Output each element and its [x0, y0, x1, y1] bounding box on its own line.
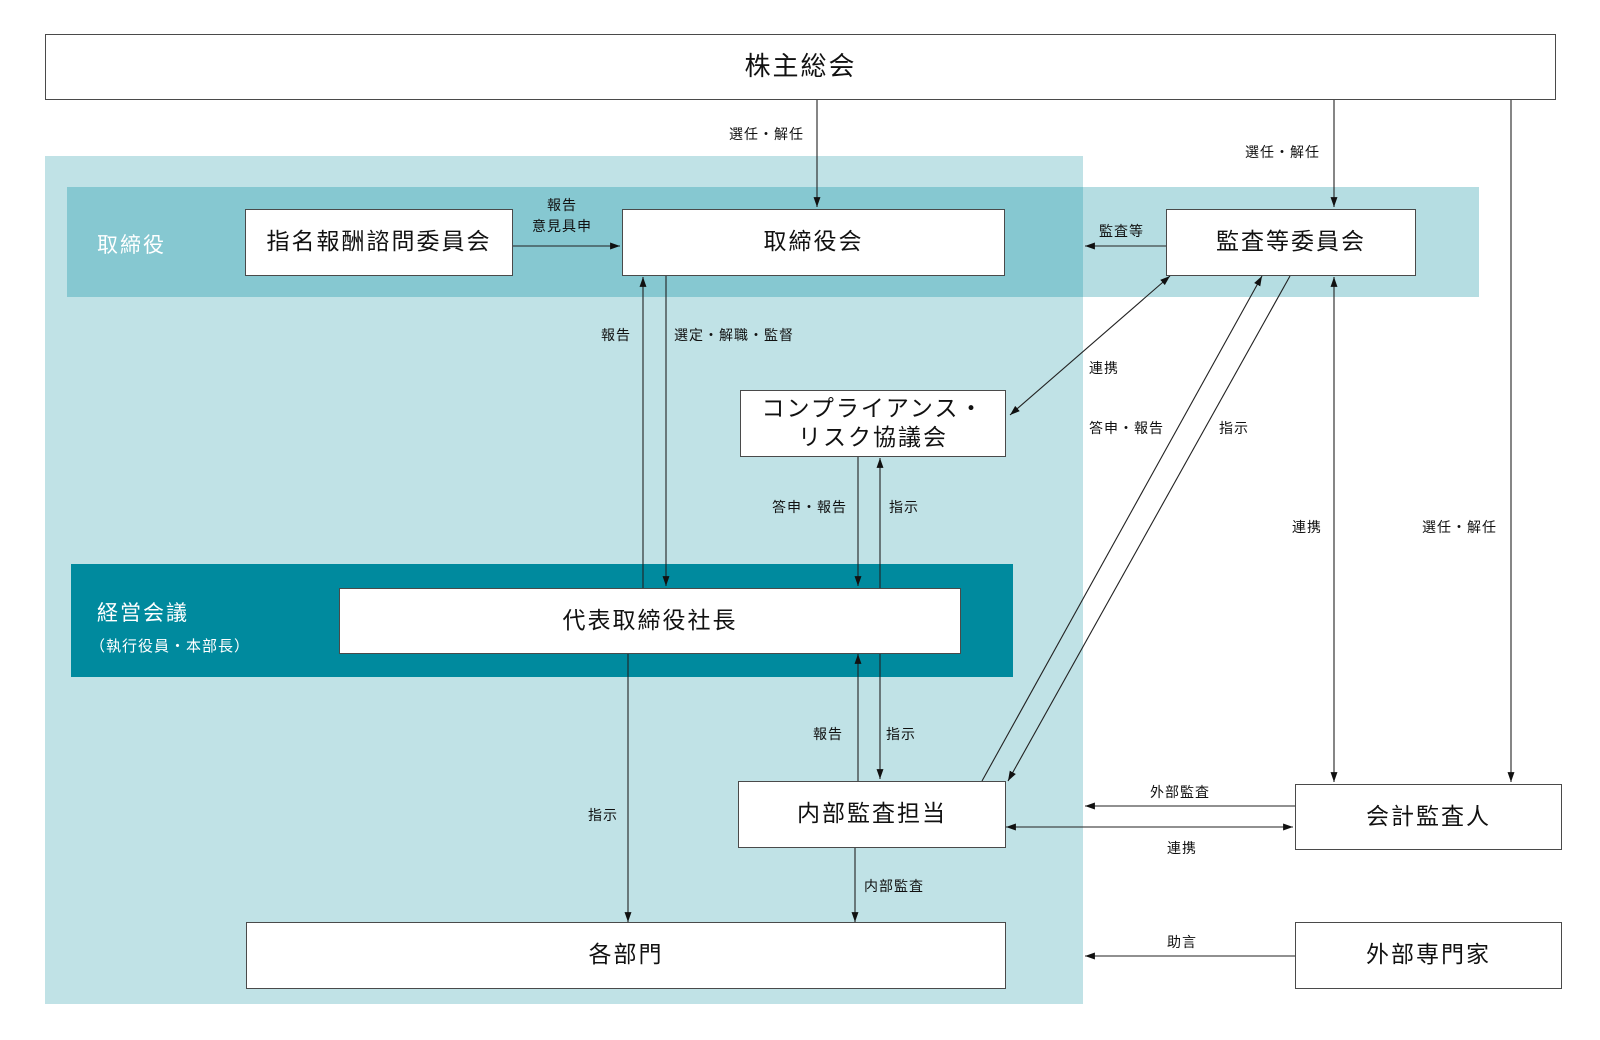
edge-audit-to-internal — [1007, 275, 1291, 782]
label-gm-to-board: 選任・解任 — [729, 127, 804, 143]
label-internal-to-depts: 内部監査 — [864, 879, 924, 895]
internal-audit-box: 内部監査担当 — [738, 781, 1006, 848]
label-compliance-to-president: 答申・報告 — [772, 500, 847, 516]
label-gm-to-audit: 選任・解任 — [1245, 145, 1320, 161]
board-of-directors-box: 取締役会 — [622, 209, 1005, 276]
label-president-to-depts: 指示 — [588, 808, 618, 824]
nomination-committee-box: 指名報酬諮問委員会 — [245, 209, 513, 276]
edge-internal-to-audit — [981, 275, 1263, 782]
label-gm-to-accountant: 選任・解任 — [1422, 520, 1497, 536]
label-internal-to-audit: 答申・報告 — [1089, 421, 1164, 437]
management-band-label: 経営会議 — [97, 601, 189, 625]
label-president-to-internal: 指示 — [886, 727, 916, 743]
label-experts-advice: 助言 — [1167, 935, 1197, 951]
label-internal-to-president: 報告 — [813, 727, 843, 743]
label-president-to-board: 報告 — [601, 328, 631, 344]
board-band-label: 取締役 — [97, 233, 166, 257]
label-board-to-president: 選定・解職・監督 — [674, 328, 794, 344]
president-box: 代表取締役社長 — [339, 588, 961, 654]
label-president-to-compliance: 指示 — [889, 500, 919, 516]
edge-audit-compliance — [1009, 275, 1171, 416]
label-nomination-to-board: 報告 意見具申 — [532, 198, 592, 235]
compliance-council-box: コンプライアンス・ リスク協議会 — [740, 390, 1006, 457]
label-audit-accountant: 連携 — [1292, 520, 1322, 536]
management-band-sublabel: （執行役員・本部長） — [90, 637, 251, 655]
label-accountant-external-audit: 外部監査 — [1150, 785, 1210, 801]
label-audit-to-internal: 指示 — [1219, 421, 1249, 437]
label-audit-to-board: 監査等 — [1099, 224, 1144, 240]
shareholders-meeting-box: 株主総会 — [45, 34, 1556, 100]
departments-box: 各部門 — [246, 922, 1006, 989]
accounting-auditor-box: 会計監査人 — [1295, 784, 1562, 850]
label-accountant-internal: 連携 — [1167, 841, 1197, 857]
audit-committee-box: 監査等委員会 — [1166, 209, 1416, 276]
label-audit-compliance: 連携 — [1089, 361, 1119, 377]
external-experts-box: 外部専門家 — [1295, 922, 1562, 989]
